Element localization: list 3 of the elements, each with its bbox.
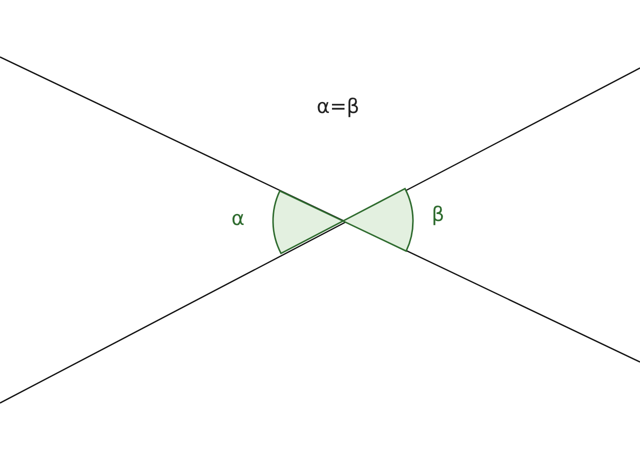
angle-label: α (231, 208, 245, 228)
angle-label: β (432, 204, 444, 224)
angle-equation: α=β (316, 96, 360, 116)
